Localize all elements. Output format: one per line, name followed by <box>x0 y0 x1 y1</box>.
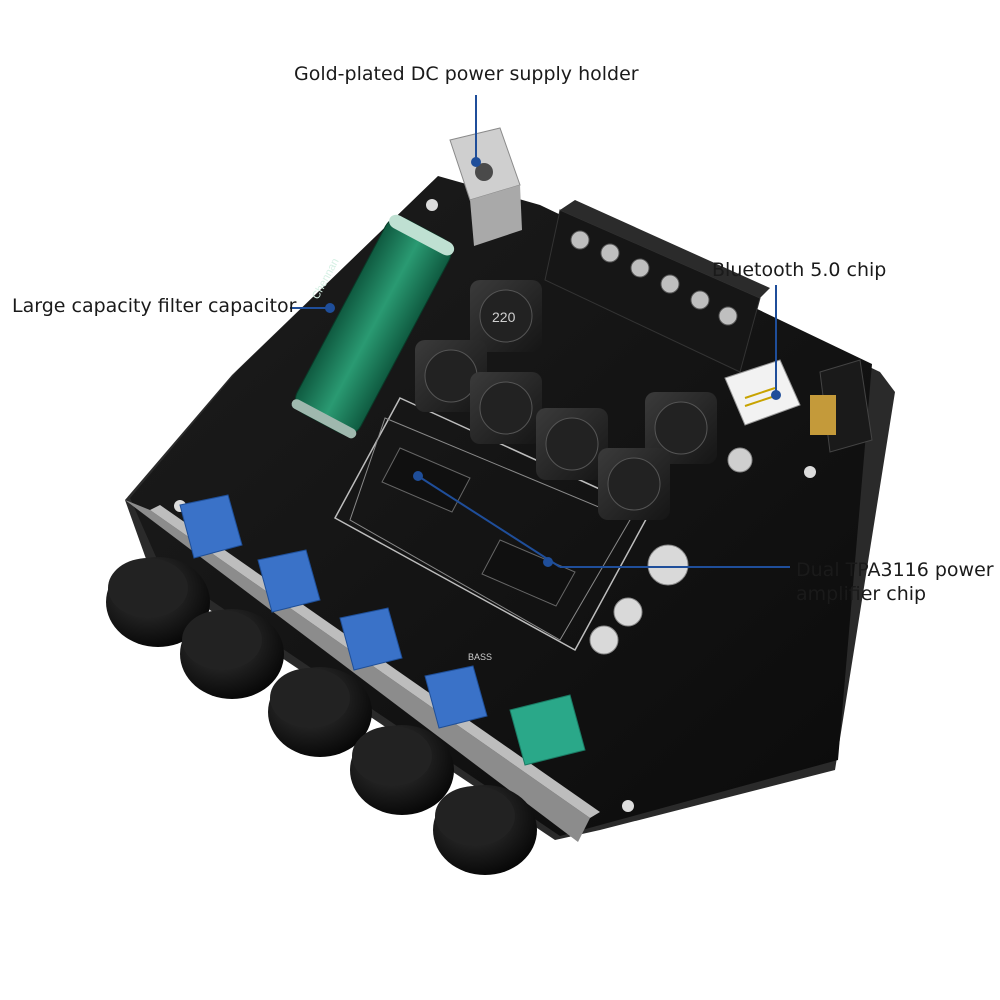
mid-knob[interactable] <box>268 667 372 757</box>
callout-amp-line1: Dual TPA3116 power <box>796 559 994 581</box>
callout-line-amp-a <box>417 475 561 568</box>
dc-power-jack <box>449 127 522 246</box>
callout-bluetooth-chip: Bluetooth 5.0 chip <box>712 259 887 281</box>
audio-input-jack <box>810 359 873 453</box>
callout-amp-line2: amplifier chip <box>796 583 927 605</box>
mount-hole <box>804 466 816 478</box>
callout-dot-dc <box>471 157 481 167</box>
bluetooth-module <box>724 359 801 426</box>
mount-hole <box>622 800 634 812</box>
mount-hole <box>426 199 438 211</box>
filter-capacitor <box>291 214 455 439</box>
callout-dot-amp-1 <box>413 471 423 481</box>
callout-dot-cap <box>325 303 335 313</box>
volume-knob[interactable] <box>106 557 210 647</box>
bass-knob[interactable] <box>350 725 454 815</box>
knob-array <box>106 557 537 875</box>
subwoofer-knob[interactable] <box>433 785 537 875</box>
callout-amp-chip: Dual TPA3116 power amplifier chip <box>796 558 994 606</box>
inductor-array <box>415 280 717 520</box>
callout-dot-bt <box>771 390 781 400</box>
callout-filter-capacitor: Large capacity filter capacitor <box>12 295 297 317</box>
callout-lines <box>290 95 790 568</box>
speaker-terminal-block <box>544 200 770 373</box>
potentiometers <box>179 494 586 766</box>
callout-dc-holder: Gold-plated DC power supply holder <box>294 63 639 85</box>
treble-knob[interactable] <box>180 609 284 699</box>
small-capacitors <box>589 447 753 655</box>
callout-dot-amp-2 <box>543 557 553 567</box>
